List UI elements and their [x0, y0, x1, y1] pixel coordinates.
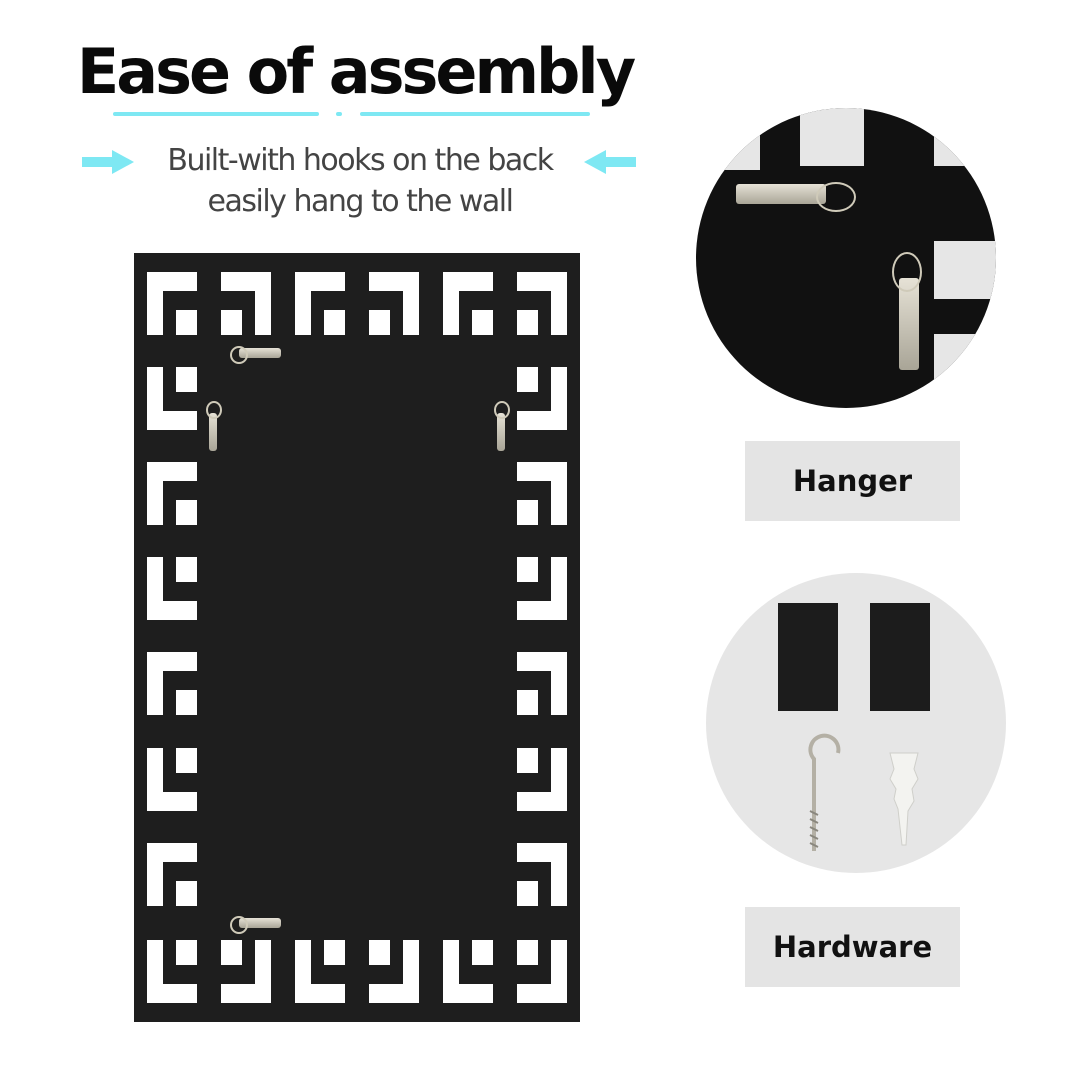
fretwork-cutout [147, 940, 197, 1003]
wall-anchor-icon [889, 752, 919, 846]
label-hanger: Hanger [745, 441, 960, 521]
fretwork-cutout [517, 652, 567, 715]
fretwork-cutout [295, 940, 345, 1003]
d-ring-icon [230, 346, 248, 364]
subtitle: Built-with hooks on the back easily hang… [150, 140, 570, 222]
arrow-right-icon [82, 150, 134, 174]
felt-pad [778, 603, 838, 711]
hardware-kit-image [706, 573, 1006, 873]
screw-hook-icon [808, 733, 841, 851]
wall-cutout [934, 241, 996, 299]
title-underline-dot [336, 112, 342, 116]
fretwork-cutout [147, 272, 197, 335]
d-ring-icon [206, 401, 222, 419]
subtitle-line-1: Built-with hooks on the back [167, 143, 554, 178]
wall-cutout [800, 108, 864, 166]
d-ring-icon [892, 252, 922, 292]
wall-cutout [934, 334, 996, 408]
page-title: Ease of assembly [76, 35, 636, 108]
d-ring-icon [494, 401, 510, 419]
fretwork-cutout [517, 748, 567, 811]
d-ring-icon [230, 916, 248, 934]
subtitle-line-2: easily hang to the wall [207, 184, 514, 219]
hanger-plate [239, 918, 281, 928]
fretwork-cutout [517, 272, 567, 335]
fretwork-cutout [517, 367, 567, 430]
fretwork-cutout [295, 272, 345, 335]
fretwork-cutout [443, 272, 493, 335]
hanger-plate [239, 348, 281, 358]
fretwork-cutout [221, 940, 271, 1003]
fretwork-cutout [147, 557, 197, 620]
fretwork-cutout [147, 367, 197, 430]
arrow-left-icon [584, 150, 636, 174]
wall-cutout [721, 132, 760, 170]
title-underline-right [360, 112, 590, 116]
fretwork-cutout [517, 940, 567, 1003]
fretwork-cutout [517, 557, 567, 620]
d-ring-icon [816, 182, 856, 212]
fretwork-cutout [369, 272, 419, 335]
felt-pad [870, 603, 930, 711]
fretwork-cutout [517, 462, 567, 525]
hanger-plate [497, 413, 505, 451]
wall-cutout [934, 108, 996, 166]
title-underline-left [113, 112, 319, 116]
label-hardware: Hardware [745, 907, 960, 987]
fretwork-cutout [147, 652, 197, 715]
fretwork-cutout [517, 843, 567, 906]
mirror-back-panel [134, 253, 580, 1022]
fretwork-cutout [369, 940, 419, 1003]
hanger-closeup-image [696, 108, 996, 408]
hanger-plate-vertical [899, 278, 919, 370]
fretwork-cutout [147, 748, 197, 811]
fretwork-cutout [147, 462, 197, 525]
hanger-plate-horizontal [736, 184, 826, 204]
fretwork-cutout [221, 272, 271, 335]
fretwork-cutout [443, 940, 493, 1003]
hanger-plate [209, 413, 217, 451]
fretwork-cutout [147, 843, 197, 906]
